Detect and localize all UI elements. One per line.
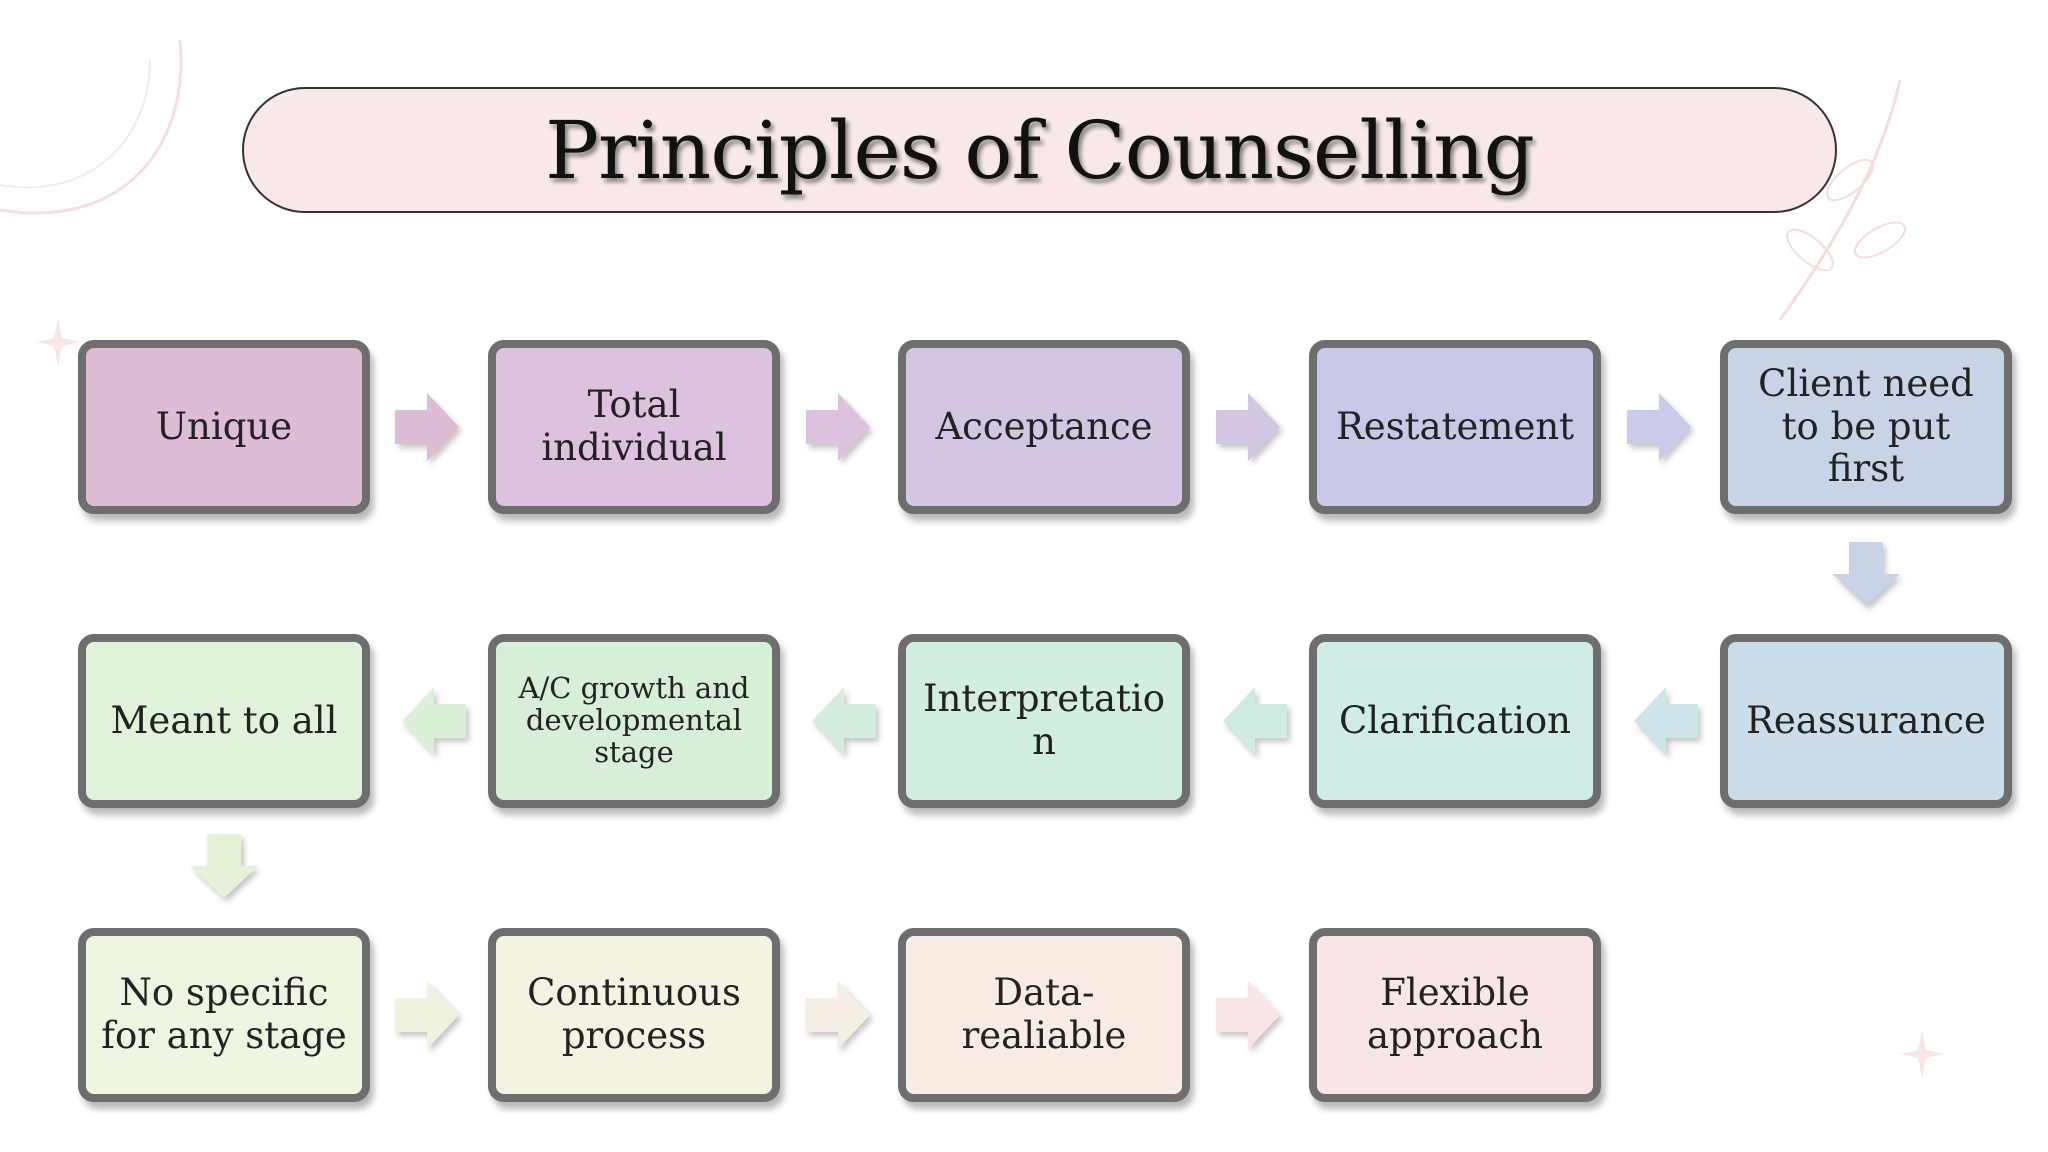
arrow-left-icon bbox=[812, 687, 876, 755]
arrow-right-icon bbox=[1627, 393, 1691, 461]
page-title: Principles of Counselling bbox=[545, 103, 1535, 197]
arrow-right-icon bbox=[1216, 981, 1280, 1049]
principle-box-unique: Unique bbox=[78, 340, 370, 514]
principle-label: Continuous process bbox=[527, 971, 741, 1057]
principle-box-clarification: Clarification bbox=[1309, 634, 1601, 808]
arrow-left-icon bbox=[402, 687, 466, 755]
principle-label: Unique bbox=[155, 404, 293, 448]
principle-box-acceptance: Acceptance bbox=[898, 340, 1190, 514]
principle-box-flexible-approach: Flexible approach bbox=[1309, 928, 1601, 1102]
arrow-right-icon bbox=[806, 981, 870, 1049]
principle-label: Flexible approach bbox=[1366, 971, 1543, 1057]
principle-box-data-reliable: Data- realiable bbox=[898, 928, 1190, 1102]
principle-box-reassurance: Reassurance bbox=[1720, 634, 2012, 808]
principle-label: Total individual bbox=[541, 383, 727, 469]
arrow-left-icon bbox=[1634, 687, 1698, 755]
principle-box-total-individual: Total individual bbox=[488, 340, 780, 514]
principle-label: A/C growth and developmental stage bbox=[518, 671, 750, 769]
principle-label: Client need to be put first bbox=[1758, 362, 1974, 491]
principle-box-growth-stage: A/C growth and developmental stage bbox=[488, 634, 780, 808]
principle-box-meant-to-all: Meant to all bbox=[78, 634, 370, 808]
principle-label: Clarification bbox=[1339, 698, 1571, 742]
principle-label: Meant to all bbox=[110, 698, 338, 742]
principle-label: Restatement bbox=[1335, 404, 1575, 448]
principle-label: Reassurance bbox=[1746, 698, 1986, 742]
principle-box-no-specific-stage: No specific for any stage bbox=[78, 928, 370, 1102]
principle-label: Interpretatio n bbox=[922, 677, 1166, 763]
arrow-right-icon bbox=[1216, 393, 1280, 461]
principle-box-continuous-process: Continuous process bbox=[488, 928, 780, 1102]
arrow-right-icon bbox=[806, 393, 870, 461]
principle-box-interpretation: Interpretatio n bbox=[898, 634, 1190, 808]
arrow-down-icon bbox=[190, 834, 258, 898]
arrow-right-icon bbox=[395, 981, 459, 1049]
arrow-right-icon bbox=[395, 393, 459, 461]
arrow-left-icon bbox=[1223, 687, 1287, 755]
title-banner: Principles of Counselling bbox=[242, 87, 1837, 213]
principle-label: Acceptance bbox=[935, 404, 1153, 448]
principle-label: Data- realiable bbox=[961, 971, 1127, 1057]
principle-box-restatement: Restatement bbox=[1309, 340, 1601, 514]
principle-label: No specific for any stage bbox=[101, 971, 347, 1057]
principle-box-client-first: Client need to be put first bbox=[1720, 340, 2012, 514]
arrow-down-icon bbox=[1832, 542, 1900, 606]
